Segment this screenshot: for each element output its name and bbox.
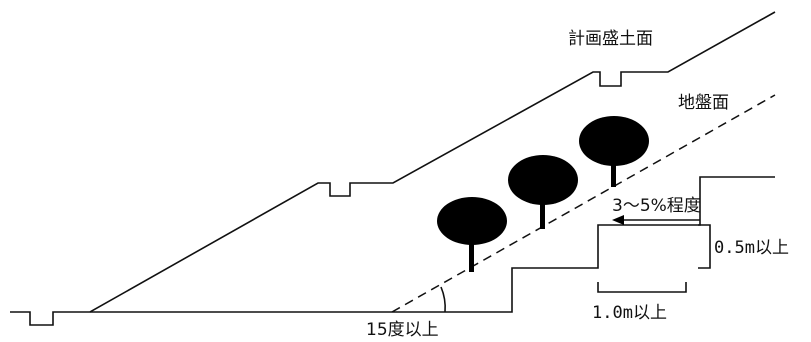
drain-slope-arrowhead [612,215,624,225]
ground-surface-line [391,94,776,313]
tree-icon [579,116,649,187]
drain-slope-label: 3～5%程度 [612,196,701,216]
step-width-dimension [597,282,687,293]
tree-icon [437,197,507,272]
tree-icon [508,155,578,229]
step-height-label: 0.5m以上 [714,238,789,258]
step-width-label: 1.0m以上 [592,303,667,323]
step-height-dimension [698,224,711,269]
slope-angle-label: 15度以上 [366,320,439,340]
benched-excavation-line [90,176,775,313]
slope-angle-arc [440,286,446,313]
planned-fill-surface-label: 計画盛土面 [568,29,653,49]
planned-fill-surface-line [10,11,776,326]
ground-surface-label: 地盤面 [678,93,729,113]
